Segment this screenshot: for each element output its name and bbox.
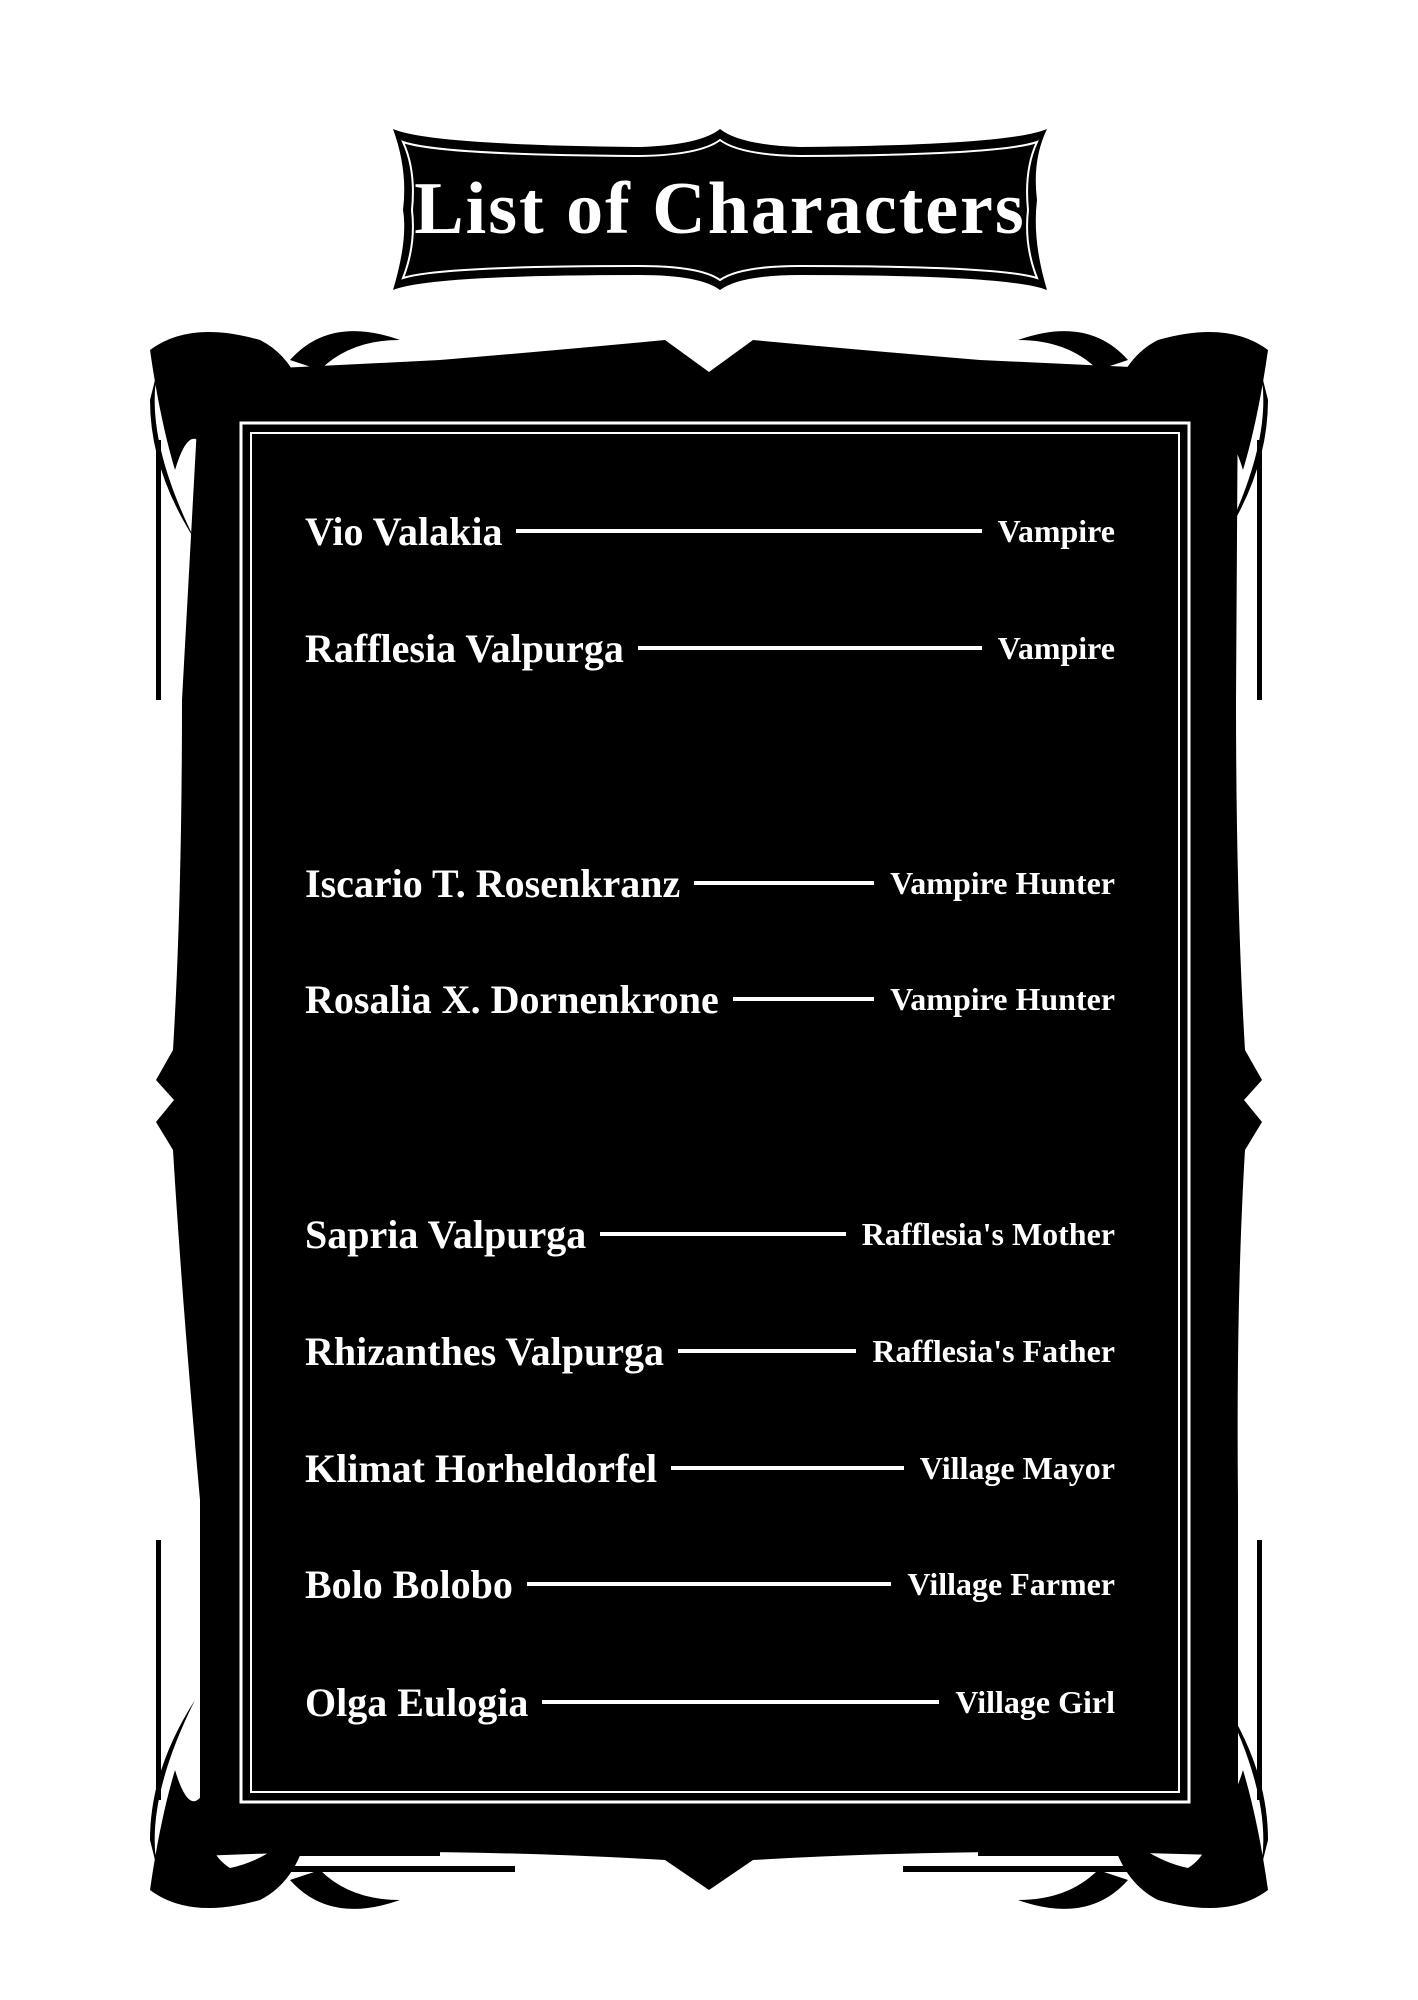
- inner-border-line: [250, 432, 1180, 1793]
- title-banner-inner-line: [401, 138, 1039, 282]
- list-item: Iscario T. Rosenkranz Vampire Hunter: [305, 853, 1115, 913]
- leader-line: [526, 1582, 892, 1586]
- list-item: Klimat Horheldorfel Village Mayor: [305, 1438, 1115, 1498]
- character-name: Bolo Bolobo: [305, 1561, 513, 1607]
- character-name: Vio Valakia: [305, 508, 503, 554]
- list-item: Bolo Bolobo Village Farmer: [305, 1554, 1115, 1614]
- leader-line: [516, 529, 982, 533]
- list-item: Rosalia X. Dornenkrone Vampire Hunter: [305, 969, 1115, 1029]
- list-item: Olga Eulogia Village Girl: [305, 1672, 1115, 1732]
- leader-line: [677, 1349, 857, 1353]
- character-role: Vampire: [997, 629, 1115, 666]
- corner-ornament-bottom-left-icon: [150, 1540, 515, 1909]
- list-item: Rafflesia Valpurga Vampire: [305, 618, 1115, 678]
- character-name: Iscario T. Rosenkranz: [305, 860, 681, 906]
- outer-border-line: [239, 421, 1191, 1804]
- character-role: Rafflesia's Father: [872, 1332, 1115, 1369]
- black-panel: [156, 340, 1262, 1890]
- character-role: Vampire Hunter: [890, 864, 1115, 901]
- leader-line: [600, 1232, 846, 1236]
- list-item: Sapria Valpurga Rafflesia's Mother: [305, 1204, 1115, 1264]
- character-role: Rafflesia's Mother: [861, 1215, 1115, 1252]
- page-title: List of Characters: [414, 168, 1026, 250]
- title-banner: List of Characters: [393, 129, 1047, 290]
- character-role: Vampire Hunter: [890, 980, 1115, 1017]
- list-item: Vio Valakia Vampire: [305, 501, 1115, 561]
- character-name: Olga Eulogia: [305, 1679, 529, 1725]
- title-banner-shape: [393, 129, 1047, 290]
- character-name: Rhizanthes Valpurga: [305, 1328, 664, 1374]
- character-name: Sapria Valpurga: [305, 1211, 587, 1257]
- corner-ornament-bottom-right-icon: [903, 1540, 1268, 1909]
- character-name: Rafflesia Valpurga: [305, 625, 624, 671]
- corner-ornament-top-left-icon: [150, 331, 515, 700]
- leader-line: [671, 1466, 904, 1470]
- character-name: Rosalia X. Dornenkrone: [305, 976, 719, 1022]
- character-name: Klimat Horheldorfel: [305, 1445, 658, 1491]
- leader-line: [637, 646, 982, 650]
- corner-ornament-top-right-icon: [903, 331, 1268, 700]
- leader-line: [542, 1700, 940, 1704]
- character-role: Village Farmer: [907, 1565, 1115, 1602]
- leader-line: [694, 881, 875, 885]
- list-item: Rhizanthes Valpurga Rafflesia's Father: [305, 1321, 1115, 1381]
- character-role: Vampire: [997, 512, 1115, 549]
- character-role: Village Mayor: [919, 1449, 1115, 1486]
- character-role: Village Girl: [955, 1683, 1115, 1720]
- leader-line: [732, 997, 875, 1001]
